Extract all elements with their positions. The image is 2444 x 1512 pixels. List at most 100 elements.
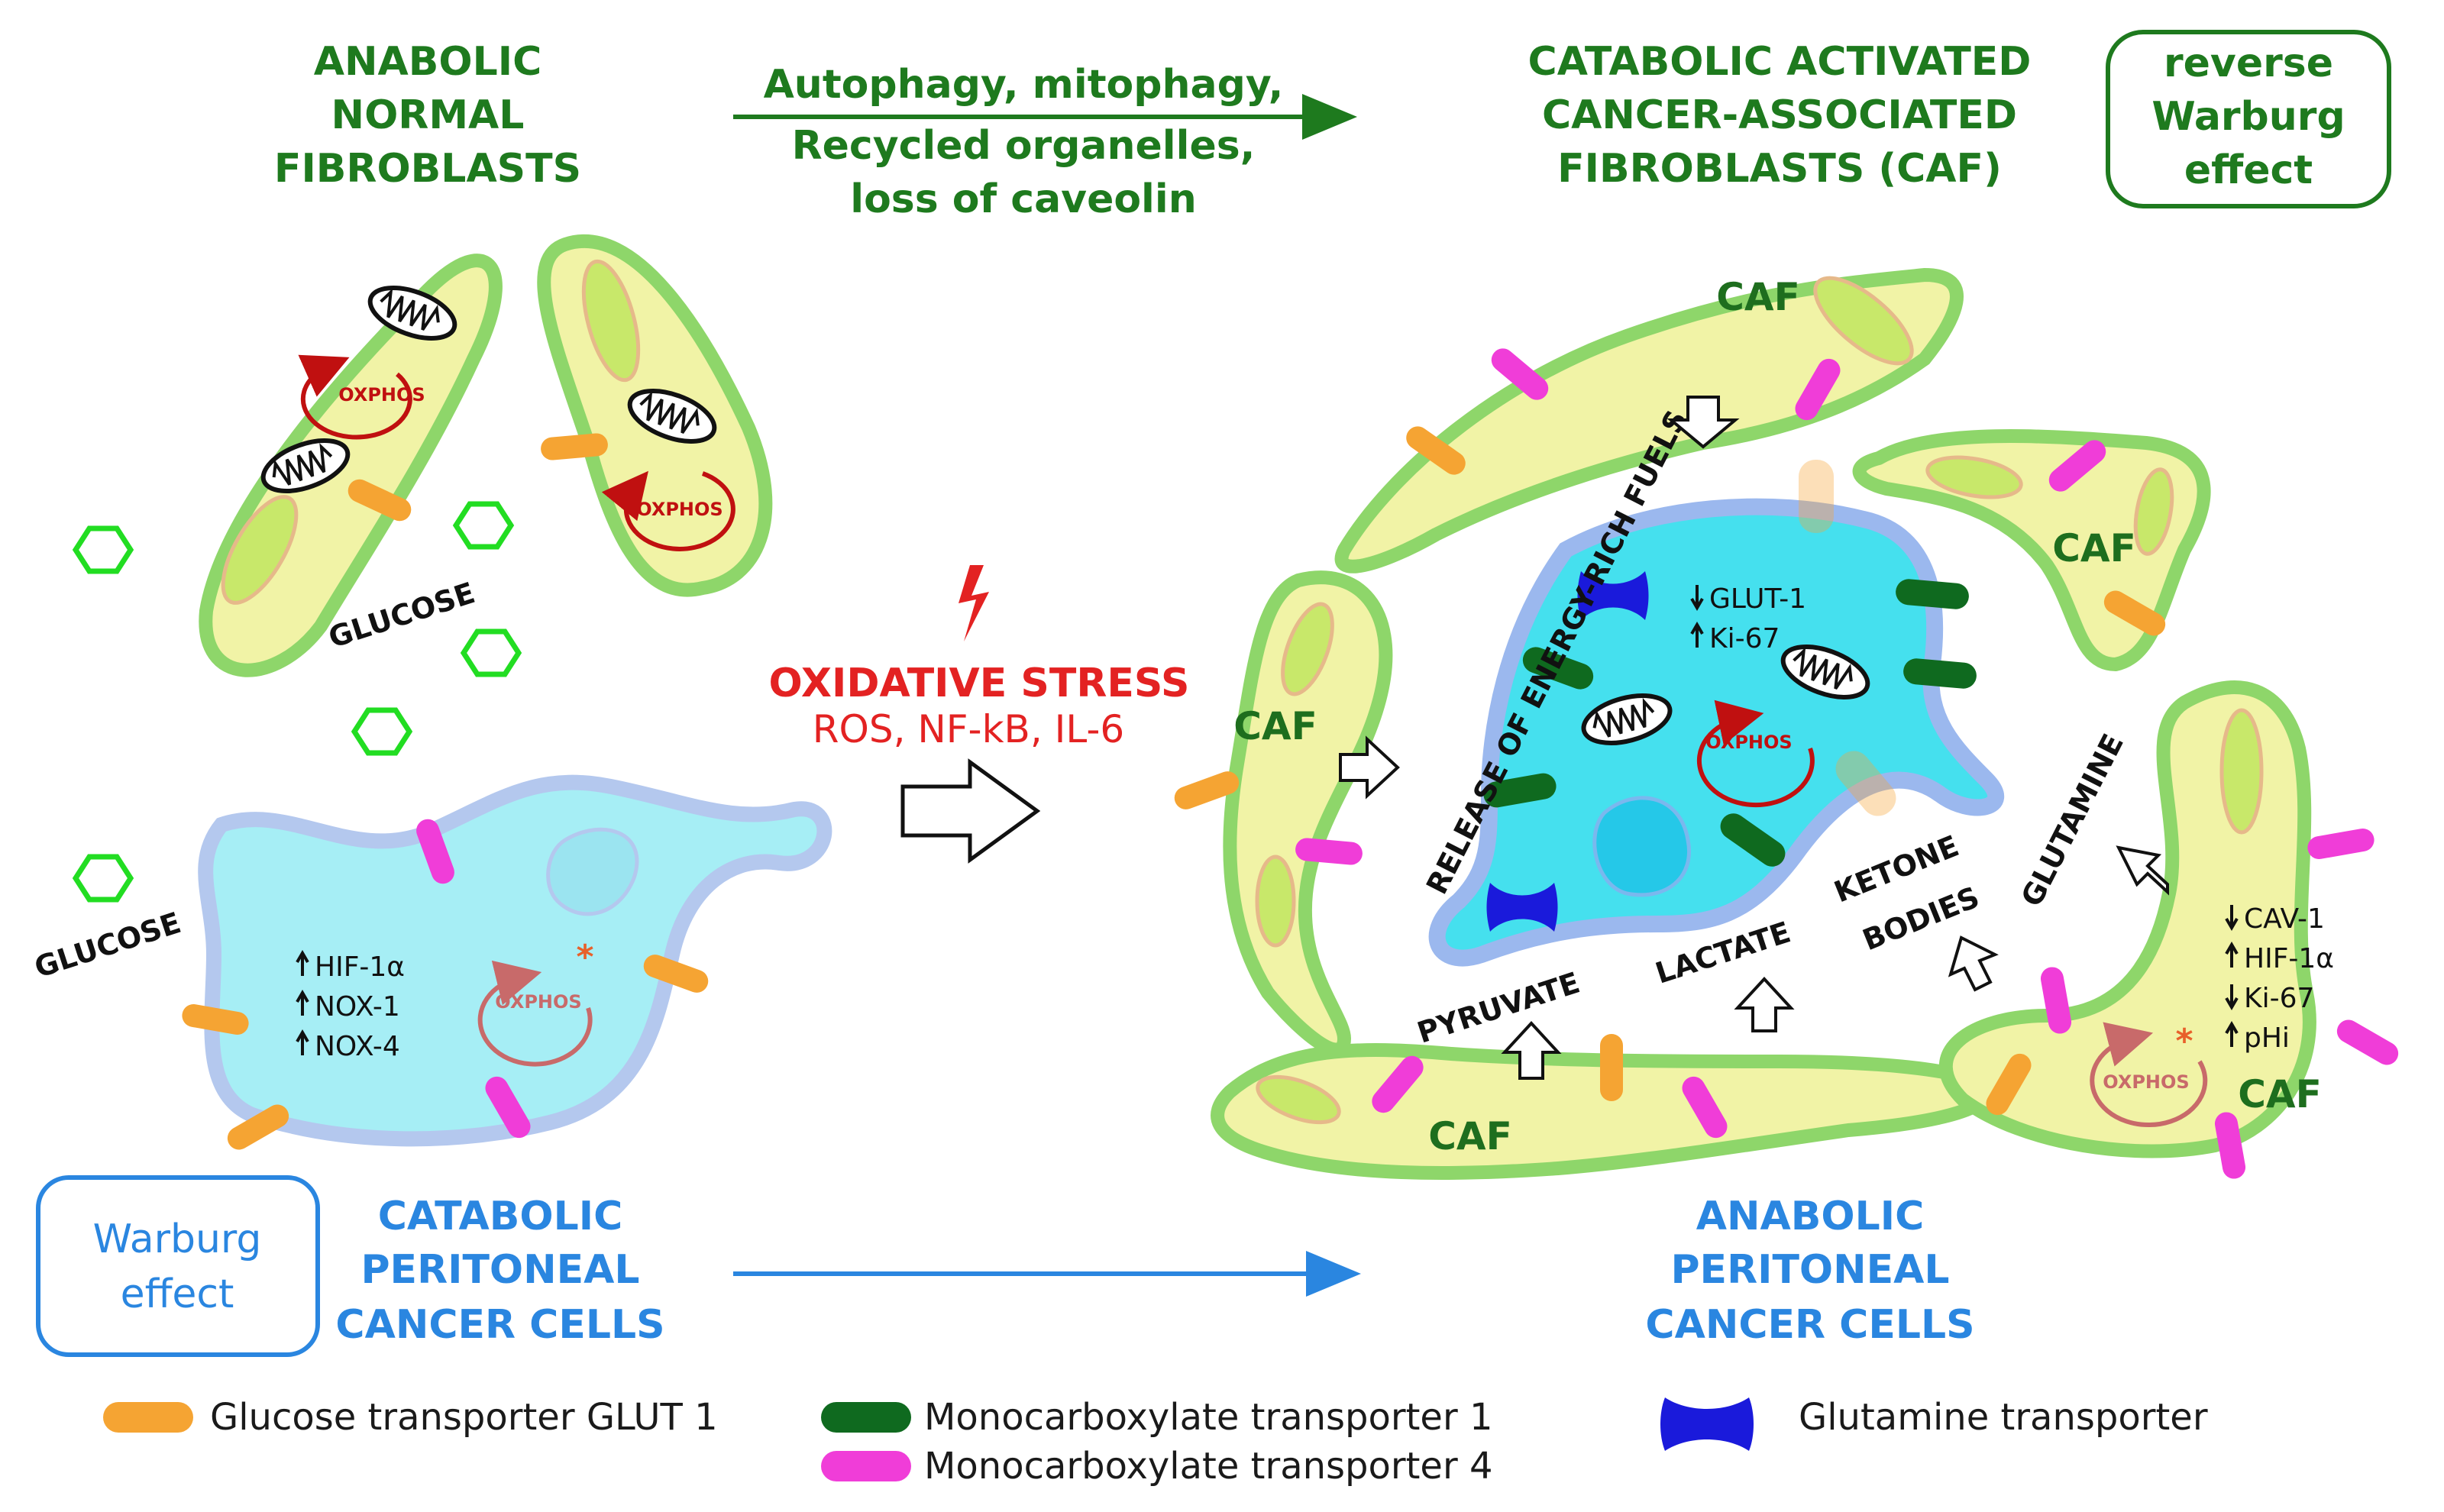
- glut1-swatch-icon: [103, 1402, 193, 1433]
- transition-line: Recycled organelles,: [792, 123, 1256, 169]
- up-arrow-icon: [1501, 1021, 1562, 1080]
- header-catabolic-caf: CATABOLIC ACTIVATED CANCER-ASSOCIATED FI…: [1528, 39, 2032, 192]
- glucose-icon: [354, 710, 409, 753]
- header-line: ANABOLIC: [1696, 1194, 1925, 1239]
- up-left-arrow-icon: [2116, 845, 2169, 896]
- pyruvate-label: PYRUVATE: [1413, 966, 1583, 1050]
- glutamine-transporter-swatch-icon: [1660, 1397, 1754, 1451]
- marker-label: NOX-4: [315, 1031, 400, 1062]
- oxphos-cycle-icon: [601, 470, 735, 551]
- down-arrow-icon: [1667, 396, 1740, 449]
- marker-label: GLUT-1: [1709, 583, 1806, 615]
- stress-title: OXIDATIVE STRESS: [769, 661, 1190, 706]
- header-line: CANCER CELLS: [335, 1302, 664, 1348]
- oxphos-cycle-icon: [477, 960, 593, 1067]
- legend-item-glutamine-transporter: Glutamine transporter: [1660, 1396, 2208, 1451]
- reverse-warburg-line: reverse: [2164, 40, 2333, 86]
- glucose-icon: [76, 528, 131, 571]
- transition-line: loss of caveolin: [850, 176, 1196, 222]
- normal-fibroblast-right: OXPHOS: [537, 234, 773, 597]
- glucose-icon: [456, 504, 511, 547]
- marker-label: Ki-67: [1709, 623, 1780, 654]
- glucose-icon: [464, 632, 519, 674]
- header-line: CANCER CELLS: [1645, 1302, 1974, 1348]
- marker-label: pHi: [2244, 1023, 2290, 1054]
- caf-label: CAF: [1716, 275, 1800, 319]
- header-line: ANABOLIC: [314, 39, 542, 85]
- header-anabolic-cancer: ANABOLIC PERITONEAL CANCER CELLS: [1645, 1194, 1974, 1348]
- legend-label: Monocarboxylate transporter 1: [924, 1396, 1493, 1439]
- oxphos-cycle-icon: [2090, 1022, 2208, 1128]
- oxphos-cycle-icon: [1696, 699, 1815, 808]
- header-catabolic-cancer: CATABOLIC PERITONEAL CANCER CELLS: [335, 1194, 664, 1348]
- reverse-warburg-box: reverse Warburg effect: [2106, 30, 2391, 208]
- reverse-warburg-line: effect: [2184, 147, 2313, 193]
- oxphos-label: OXPHOS: [338, 384, 425, 405]
- legend-label: Glucose transporter GLUT 1: [210, 1396, 718, 1439]
- legend-label: Monocarboxylate transporter 4: [924, 1445, 1493, 1488]
- oxphos-label: OXPHOS: [495, 991, 581, 1013]
- marker-label: HIF-1α: [315, 951, 405, 983]
- header-line: CATABOLIC ACTIVATED: [1528, 39, 2032, 85]
- down-arrow-icon: [2225, 905, 2239, 931]
- caf-left: CAF: [1171, 570, 1393, 1057]
- marker-label: CAV-1: [2244, 903, 2325, 935]
- header-line: NORMAL: [331, 92, 525, 138]
- caf-top: CAF: [1334, 267, 1964, 573]
- up-arrow-icon: [1734, 977, 1795, 1032]
- caf-label: CAF: [2238, 1072, 2322, 1116]
- reverse-warburg-line: Warburg: [2151, 94, 2345, 140]
- up-arrow-icon: [296, 950, 309, 976]
- glucose-label: GLUCOSE: [31, 906, 185, 984]
- marker-label: HIF-1α: [2244, 943, 2334, 974]
- inhibited-star-icon: *: [2175, 1022, 2193, 1061]
- up-arrow-icon: [2225, 942, 2239, 968]
- normal-fibroblast-left: OXPHOS: [199, 254, 503, 677]
- marker-label: NOX-1: [315, 991, 400, 1023]
- legend-item-mct4: Monocarboxylate transporter 4: [821, 1445, 1493, 1488]
- marker-label: Ki-67: [2244, 983, 2314, 1014]
- right-arrow-icon: [1339, 735, 1400, 800]
- warburg-line: effect: [121, 1271, 234, 1317]
- up-arrow-icon: [2225, 1021, 2239, 1047]
- up-arrow-icon: [296, 1029, 309, 1055]
- warburg-line: Warburg: [93, 1216, 262, 1262]
- header-line: PERITONEAL: [1670, 1247, 1949, 1293]
- legend-item-glut1: Glucose transporter GLUT 1: [103, 1396, 718, 1439]
- caf-bottom-right: OXPHOS * CAF: [1938, 680, 2403, 1181]
- stress-subtitle: ROS, NF-kB, IL-6: [813, 707, 1124, 751]
- mct1-swatch-icon: [821, 1402, 911, 1433]
- mct4-swatch-icon: [821, 1451, 911, 1481]
- transition-line: Autophagy, mitophagy,: [764, 62, 1284, 108]
- oxphos-label: OXPHOS: [1705, 732, 1792, 753]
- oxphos-cycle-icon: [298, 354, 412, 440]
- header-line: FIBROBLASTS (CAF): [1557, 146, 2002, 192]
- oxphos-label: OXPHOS: [2103, 1071, 2189, 1093]
- up-arrow-icon: [1690, 622, 1704, 648]
- up-arrow-icon: [296, 990, 309, 1016]
- caf-bottom: CAF: [1211, 1034, 1995, 1180]
- legend-label: Glutamine transporter: [1799, 1396, 2208, 1439]
- header-anabolic-fibroblasts: ANABOLIC NORMAL FIBROBLASTS: [274, 39, 581, 192]
- caf-right-upper: CAF: [1852, 429, 2211, 672]
- header-line: CANCER-ASSOCIATED: [1542, 92, 2017, 138]
- header-line: CATABOLIC: [378, 1194, 623, 1239]
- lightning-icon: [959, 565, 989, 641]
- warburg-box: Warburg effect: [36, 1175, 320, 1357]
- header-line: PERITONEAL: [360, 1247, 639, 1293]
- anabolic-cancer-markers: GLUT-1Ki-67: [1690, 583, 1806, 654]
- transition-label: Autophagy, mitophagy, Recycled organelle…: [764, 62, 1284, 222]
- up-arrow-icon: [1948, 935, 1999, 992]
- catabolic-cancer-cell: OXPHOS *: [180, 774, 832, 1154]
- glutamine-label: GLUTAMINE: [2015, 729, 2130, 912]
- legend-item-mct1: Monocarboxylate transporter 1: [821, 1396, 1493, 1439]
- legend: Glucose transporter GLUT 1 Monocarboxyla…: [103, 1396, 2208, 1488]
- down-arrow-icon: [2225, 984, 2239, 1010]
- caf-label: CAF: [1233, 704, 1317, 748]
- stress-arrow-icon: [900, 758, 1041, 864]
- caf-label: CAF: [2052, 526, 2136, 570]
- glucose-icon: [76, 857, 131, 900]
